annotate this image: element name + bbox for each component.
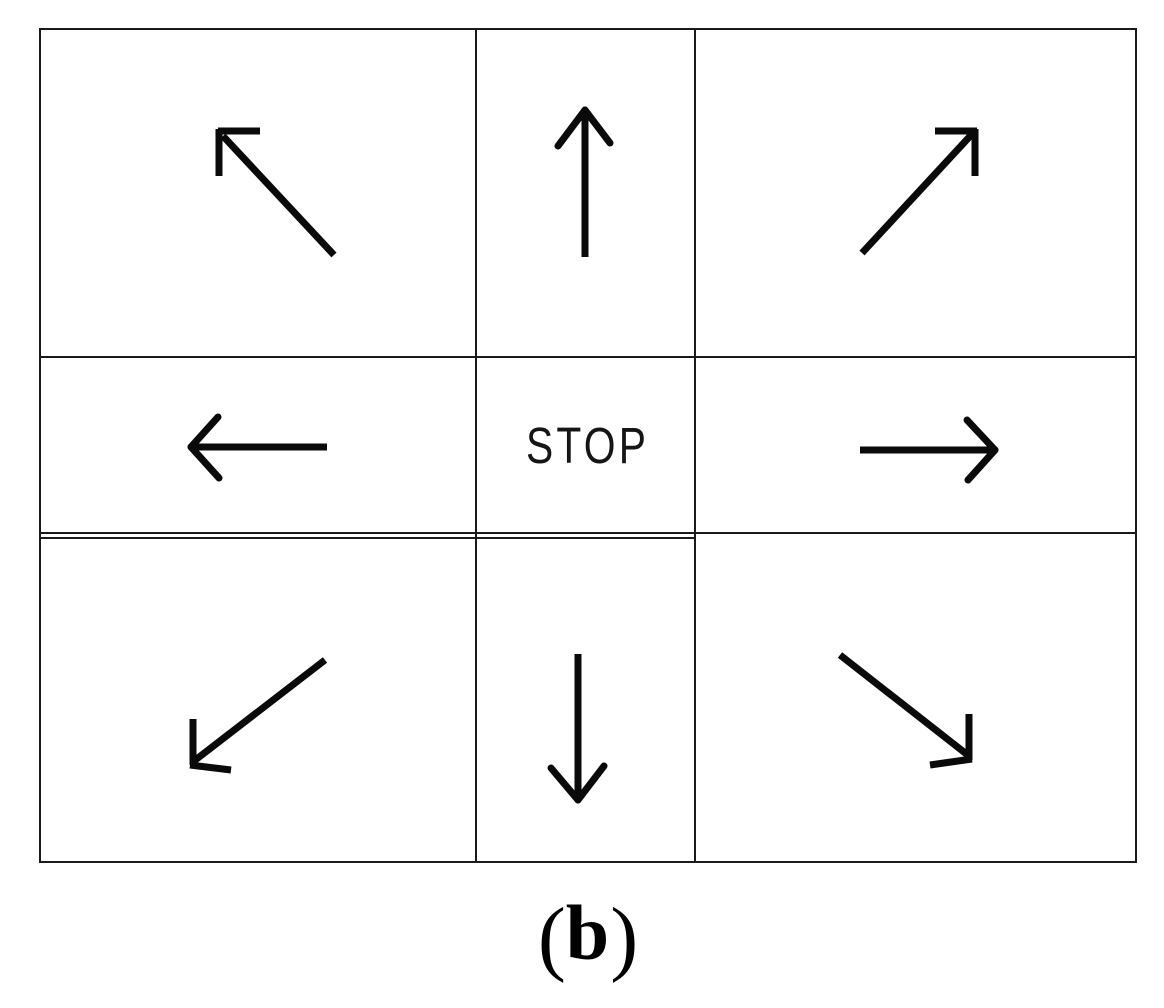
cell-stop: STOP xyxy=(477,358,694,532)
cell-up-left xyxy=(41,30,475,356)
arrow-up-left-icon xyxy=(215,127,337,258)
stop-label: STOP xyxy=(525,416,649,474)
grid-vertical-divider-2 xyxy=(694,30,696,861)
figure-caption: (b) xyxy=(39,888,1137,987)
cell-right xyxy=(696,358,1135,532)
arrow-up-right-icon xyxy=(859,127,979,256)
cell-down xyxy=(477,539,694,861)
grid-horizontal-divider-1 xyxy=(41,356,1135,358)
cell-up-right xyxy=(696,30,1135,356)
grid-horizontal-divider-2 xyxy=(41,532,1135,534)
caption-paren-open: ( xyxy=(537,891,566,984)
arrow-down-right-icon xyxy=(837,652,973,769)
arrow-up-icon xyxy=(554,106,614,257)
arrow-down-left-icon xyxy=(189,657,328,774)
caption-paren-close: ) xyxy=(610,891,639,984)
arrow-left-icon xyxy=(187,413,327,482)
cell-left xyxy=(41,358,475,532)
grid-horizontal-divider-2-double xyxy=(41,537,696,539)
grid-vertical-divider-1 xyxy=(475,30,477,861)
cell-down-left xyxy=(41,539,475,861)
cell-up xyxy=(477,30,694,356)
arrow-down-icon xyxy=(547,654,608,804)
arrow-right-icon xyxy=(860,416,999,484)
direction-grid: STOP xyxy=(39,28,1137,863)
caption-letter: b xyxy=(565,889,611,976)
cell-down-right xyxy=(696,534,1135,861)
